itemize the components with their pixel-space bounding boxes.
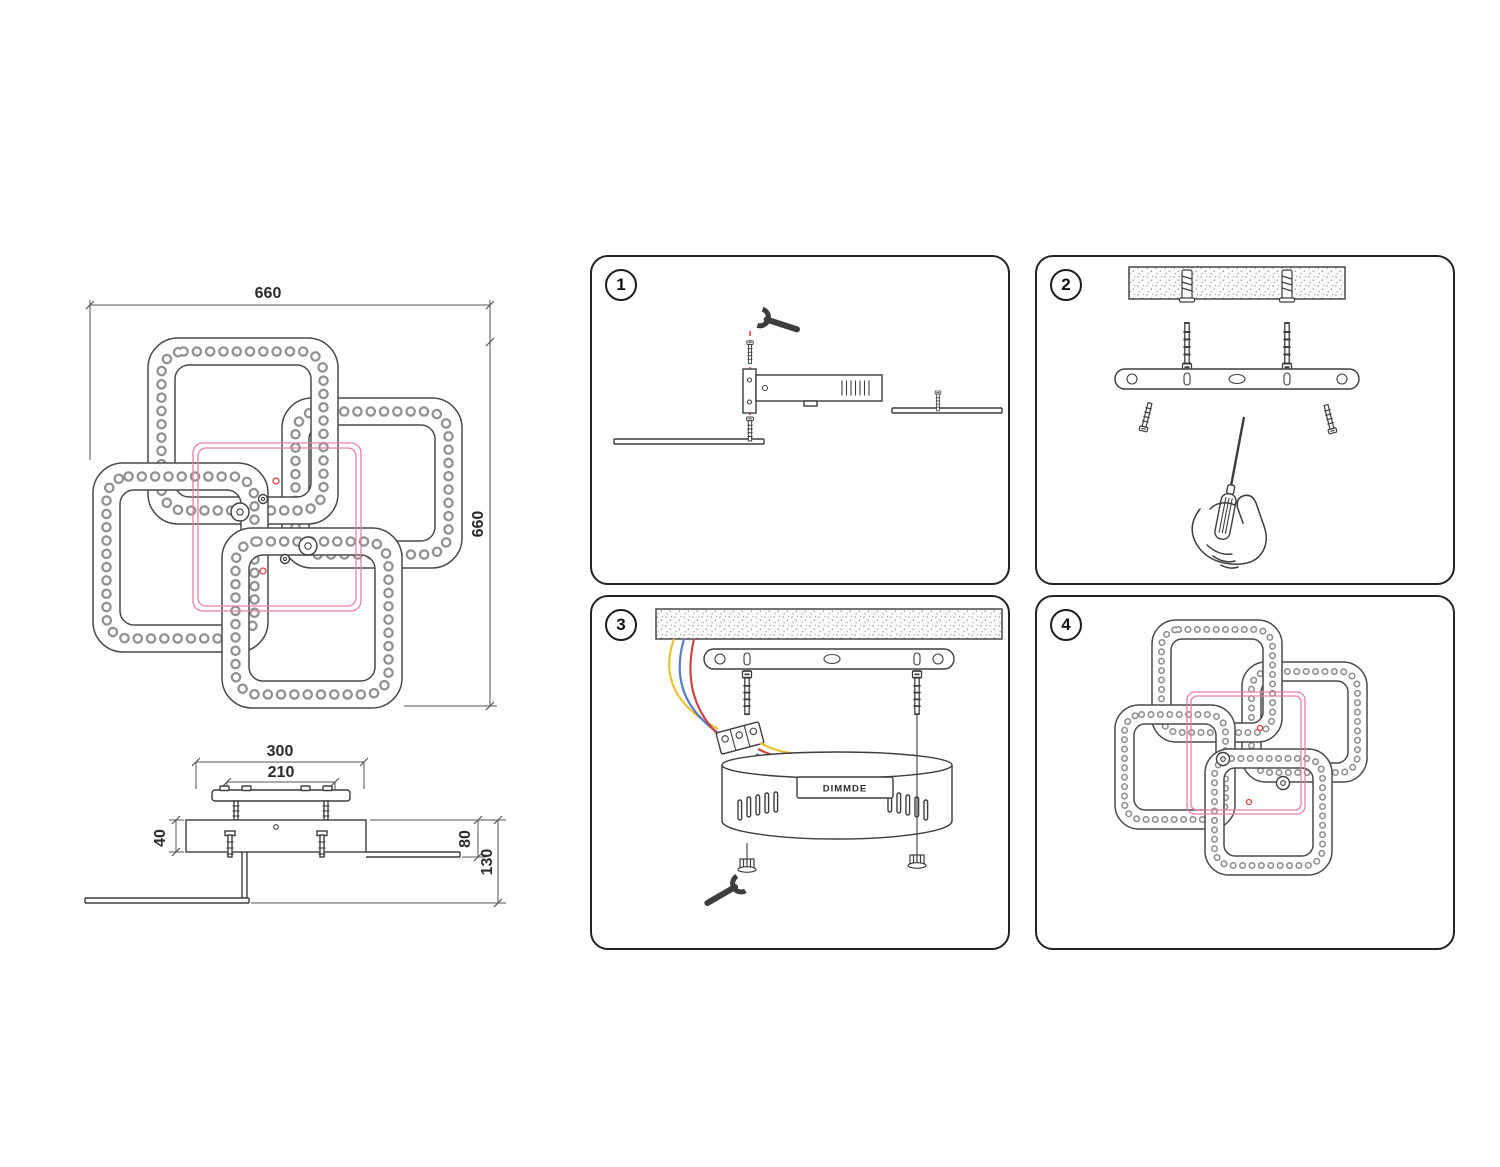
ceiling-surface xyxy=(655,608,1003,640)
side-view-drawing: 300 210 xyxy=(84,743,506,908)
pink-mounting-frame xyxy=(1186,691,1306,815)
cap-nut-icon xyxy=(907,854,927,869)
red-marker-dots xyxy=(259,477,280,575)
wrench-icon xyxy=(703,876,745,910)
driver-label-plate xyxy=(796,776,894,799)
driver-housing: DIMMDE xyxy=(721,751,953,840)
mounting-bracket-bar xyxy=(703,648,955,670)
step-2-badge: 2 xyxy=(1050,269,1082,301)
hand-icon xyxy=(1191,494,1267,569)
dimension-130: 130 xyxy=(251,815,506,908)
mounting-screw-icon xyxy=(911,670,923,716)
canopy-stud-right xyxy=(322,800,330,821)
step-4-illustration xyxy=(1114,619,1368,876)
mounting-screw-icon xyxy=(741,670,753,716)
ring-arm-right xyxy=(891,407,1003,414)
led-ring-square-top-right xyxy=(1241,661,1368,783)
driver-body-side xyxy=(185,819,367,858)
dimension-40: 40 xyxy=(152,815,184,857)
step-3-panel: 3 xyxy=(590,595,1010,950)
mounting-screw-icon xyxy=(1181,322,1193,372)
ring-arms-side xyxy=(84,851,461,904)
dimension-drawing: 660 xyxy=(84,285,506,908)
led-ring-square-top-left xyxy=(147,337,339,525)
screw-icon xyxy=(1138,401,1155,433)
dim-130-label: 130 xyxy=(479,849,496,876)
step-3-illustration: DIMMDE xyxy=(655,608,1003,952)
step-1-illustration xyxy=(613,257,1003,445)
screw-icon xyxy=(746,416,754,442)
wall-plug-icon xyxy=(1278,269,1296,303)
wall-plug-icon xyxy=(1178,269,1196,303)
step-4-panel: 4 xyxy=(1035,595,1455,950)
dim-40-label: 40 xyxy=(152,829,169,847)
hinge-joints xyxy=(230,493,318,565)
hinge-joints xyxy=(1215,751,1291,791)
screw-icon xyxy=(1321,403,1338,435)
dimension-plate-width: 210 xyxy=(222,764,340,790)
canopy-stud-left xyxy=(232,800,240,821)
driver-box-side xyxy=(742,368,883,414)
step-1-badge: 1 xyxy=(605,269,637,301)
top-view-drawing: 660 xyxy=(85,285,497,711)
step-3-badge: 3 xyxy=(605,609,637,641)
mounting-screw-icon xyxy=(1281,322,1293,372)
ring-arm-left xyxy=(613,438,765,445)
screw-icon xyxy=(746,340,754,364)
wrench-icon xyxy=(757,309,799,337)
driver-label-text: DIMMDE xyxy=(823,784,868,795)
ceiling-surface xyxy=(1128,266,1346,300)
dim-height-label: 660 xyxy=(470,511,487,538)
pink-mounting-frame xyxy=(192,442,362,612)
step-1-panel: 1 xyxy=(590,255,1010,585)
led-ring-square-top-left xyxy=(1151,619,1283,743)
mounting-bracket-bar xyxy=(1114,368,1360,390)
led-ring-square-bottom-center xyxy=(221,527,403,709)
step-2-panel: 2 xyxy=(1035,255,1455,585)
terminal-block-icon xyxy=(715,721,765,755)
step-4-badge: 4 xyxy=(1050,609,1082,641)
red-marker-dots xyxy=(1245,724,1264,806)
dimension-80: 80 xyxy=(370,815,506,862)
dim-300-label: 300 xyxy=(267,743,294,760)
cap-nut-icon xyxy=(737,858,757,873)
dim-210-label: 210 xyxy=(268,764,295,781)
dim-width-label: 660 xyxy=(255,285,282,302)
dimension-canopy-width: 300 xyxy=(191,743,369,789)
step-2-illustration xyxy=(1114,266,1360,569)
dim-80-label: 80 xyxy=(457,830,474,848)
led-ring-square-bottom-center xyxy=(1204,748,1333,876)
canopy-plate xyxy=(211,785,351,821)
screwdriver-icon xyxy=(1214,416,1246,540)
dimension-width: 660 xyxy=(85,285,495,460)
dimension-height: 660 xyxy=(404,337,497,711)
